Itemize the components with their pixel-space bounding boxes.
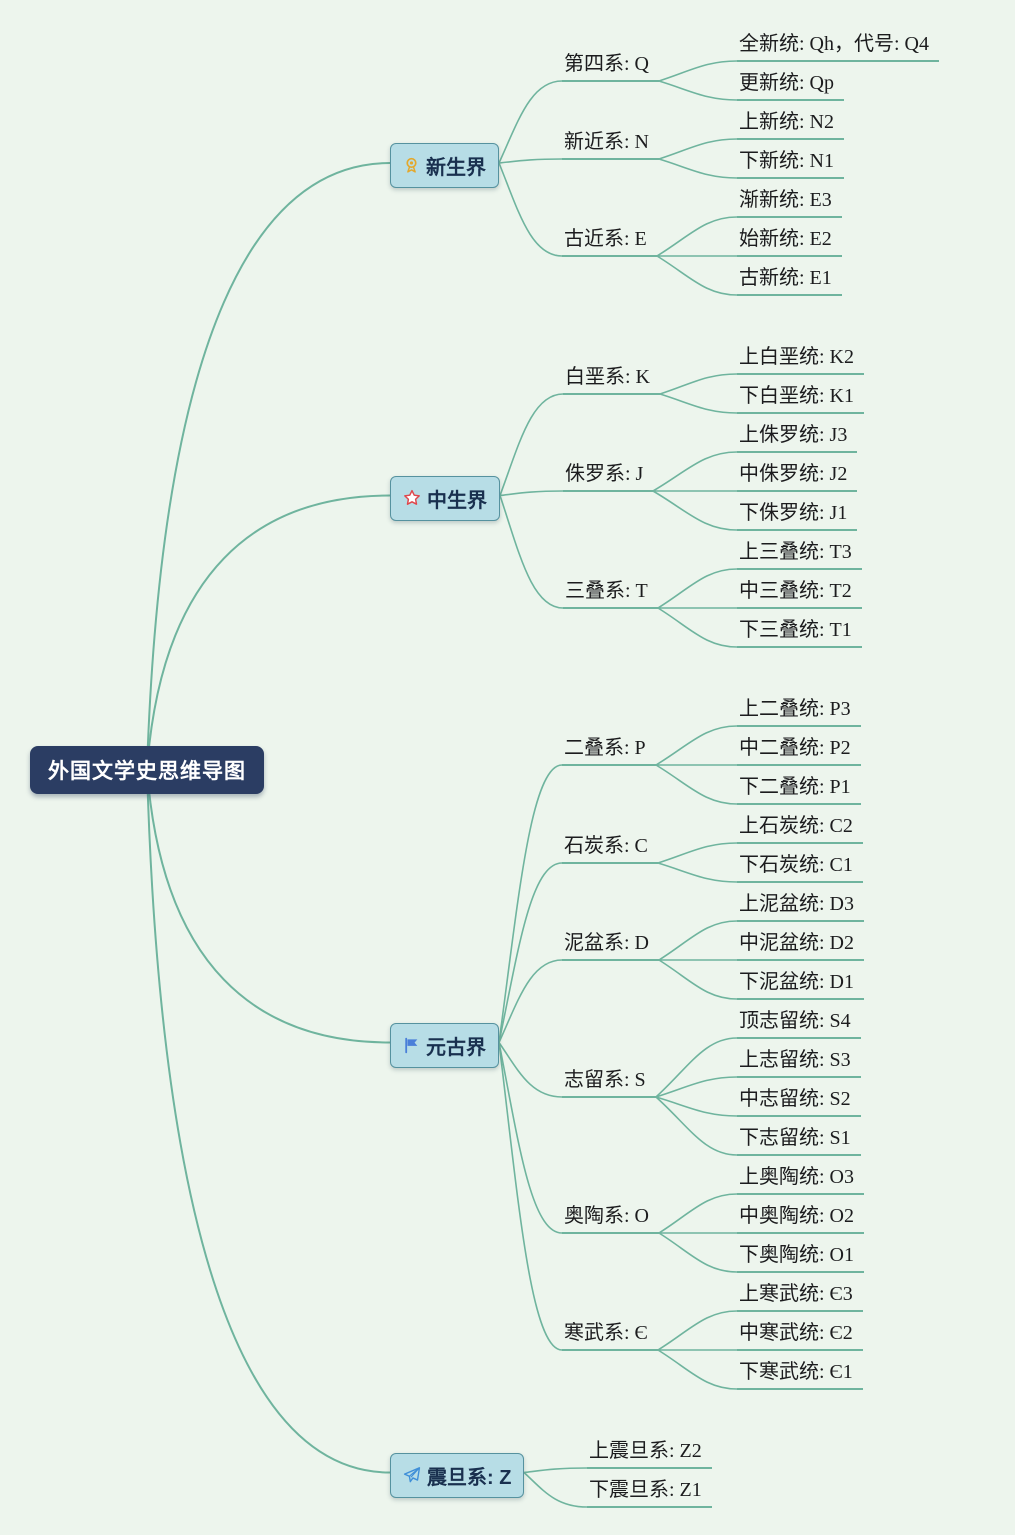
subtopic[interactable]: 中侏罗统: J2: [737, 461, 858, 492]
subtopic[interactable]: 上侏罗统: J3: [737, 422, 858, 453]
subtopic[interactable]: 下侏罗统: J1: [737, 500, 858, 531]
subtopic[interactable]: 中志留统: S2: [737, 1086, 861, 1117]
subtopic[interactable]: 渐新统: E3: [737, 187, 842, 218]
branch-label: 新生界: [426, 157, 486, 179]
star-icon: [403, 489, 421, 507]
subtopic[interactable]: 顶志留统: S4: [737, 1008, 861, 1039]
flag-icon: [403, 1037, 420, 1054]
root-topic[interactable]: 外国文学史思维导图: [30, 746, 264, 794]
subtopic[interactable]: 全新统: Qh，代号: Q4: [737, 31, 939, 62]
topic[interactable]: 第四系: Q: [562, 51, 659, 82]
topic[interactable]: 二叠系: P: [562, 735, 656, 766]
subtopic[interactable]: 更新统: Qp: [737, 70, 844, 101]
subtopic[interactable]: 中寒武统: Є2: [737, 1320, 863, 1351]
subtopic[interactable]: 下石炭统: C1: [737, 852, 863, 883]
subtopic[interactable]: 上泥盆统: D3: [737, 891, 864, 922]
branch-topic[interactable]: 元古界: [390, 1022, 499, 1068]
branch-topic[interactable]: 震旦系: Z: [390, 1452, 525, 1498]
topic[interactable]: 寒武系: Є: [562, 1320, 658, 1351]
subtopic[interactable]: 下泥盆统: D1: [737, 969, 864, 1000]
subtopic[interactable]: 上三叠统: T3: [737, 539, 862, 570]
subtopic[interactable]: 下白垩统: K1: [737, 383, 864, 414]
branch-topic[interactable]: 新生界: [390, 143, 499, 188]
subtopic[interactable]: 中二叠统: P2: [737, 735, 861, 766]
subtopic[interactable]: 上新统: N2: [737, 109, 844, 140]
subtopic[interactable]: 上石炭统: C2: [737, 813, 863, 844]
topic[interactable]: 三叠系: T: [563, 578, 658, 609]
topic[interactable]: 古近系: E: [562, 226, 657, 257]
subtopic[interactable]: 上二叠统: P3: [737, 696, 861, 727]
subtopic[interactable]: 中泥盆统: D2: [737, 930, 864, 961]
subtopic[interactable]: 上寒武统: Є3: [737, 1281, 863, 1312]
subtopic[interactable]: 下志留统: S1: [737, 1125, 861, 1156]
topic[interactable]: 志留系: S: [562, 1067, 656, 1098]
subtopic[interactable]: 始新统: E2: [737, 226, 842, 257]
topic[interactable]: 上震旦系: Z2: [587, 1438, 712, 1469]
subtopic[interactable]: 中奥陶统: O2: [737, 1203, 864, 1234]
topic[interactable]: 泥盆系: D: [562, 930, 659, 961]
subtopic[interactable]: 下寒武统: Є1: [737, 1359, 863, 1390]
subtopic[interactable]: 下新统: N1: [737, 148, 844, 179]
branch-label: 元古界: [426, 1036, 486, 1059]
topic[interactable]: 新近系: N: [562, 129, 659, 160]
topic[interactable]: 下震旦系: Z1: [587, 1477, 712, 1508]
subtopic[interactable]: 中三叠统: T2: [737, 578, 862, 609]
topic[interactable]: 奥陶系: O: [562, 1203, 659, 1234]
subtopic[interactable]: 下奥陶统: O1: [737, 1242, 864, 1273]
subtopic[interactable]: 上白垩统: K2: [737, 344, 864, 375]
subtopic[interactable]: 上志留统: S3: [737, 1047, 861, 1078]
subtopic[interactable]: 古新统: E1: [737, 265, 842, 296]
paper-plane-icon: [403, 1466, 421, 1484]
topic[interactable]: 侏罗系: J: [563, 461, 654, 492]
topic[interactable]: 石炭系: C: [562, 833, 658, 864]
branch-topic[interactable]: 中生界: [390, 475, 500, 521]
subtopic[interactable]: 下三叠统: T1: [737, 617, 862, 648]
subtopic[interactable]: 上奥陶统: O3: [737, 1164, 864, 1195]
subtopic[interactable]: 下二叠统: P1: [737, 774, 861, 805]
topic[interactable]: 白垩系: K: [563, 364, 660, 395]
branch-label: 中生界: [427, 489, 487, 512]
medal-icon: [403, 157, 420, 174]
branch-label: 震旦系: Z: [427, 1466, 512, 1489]
